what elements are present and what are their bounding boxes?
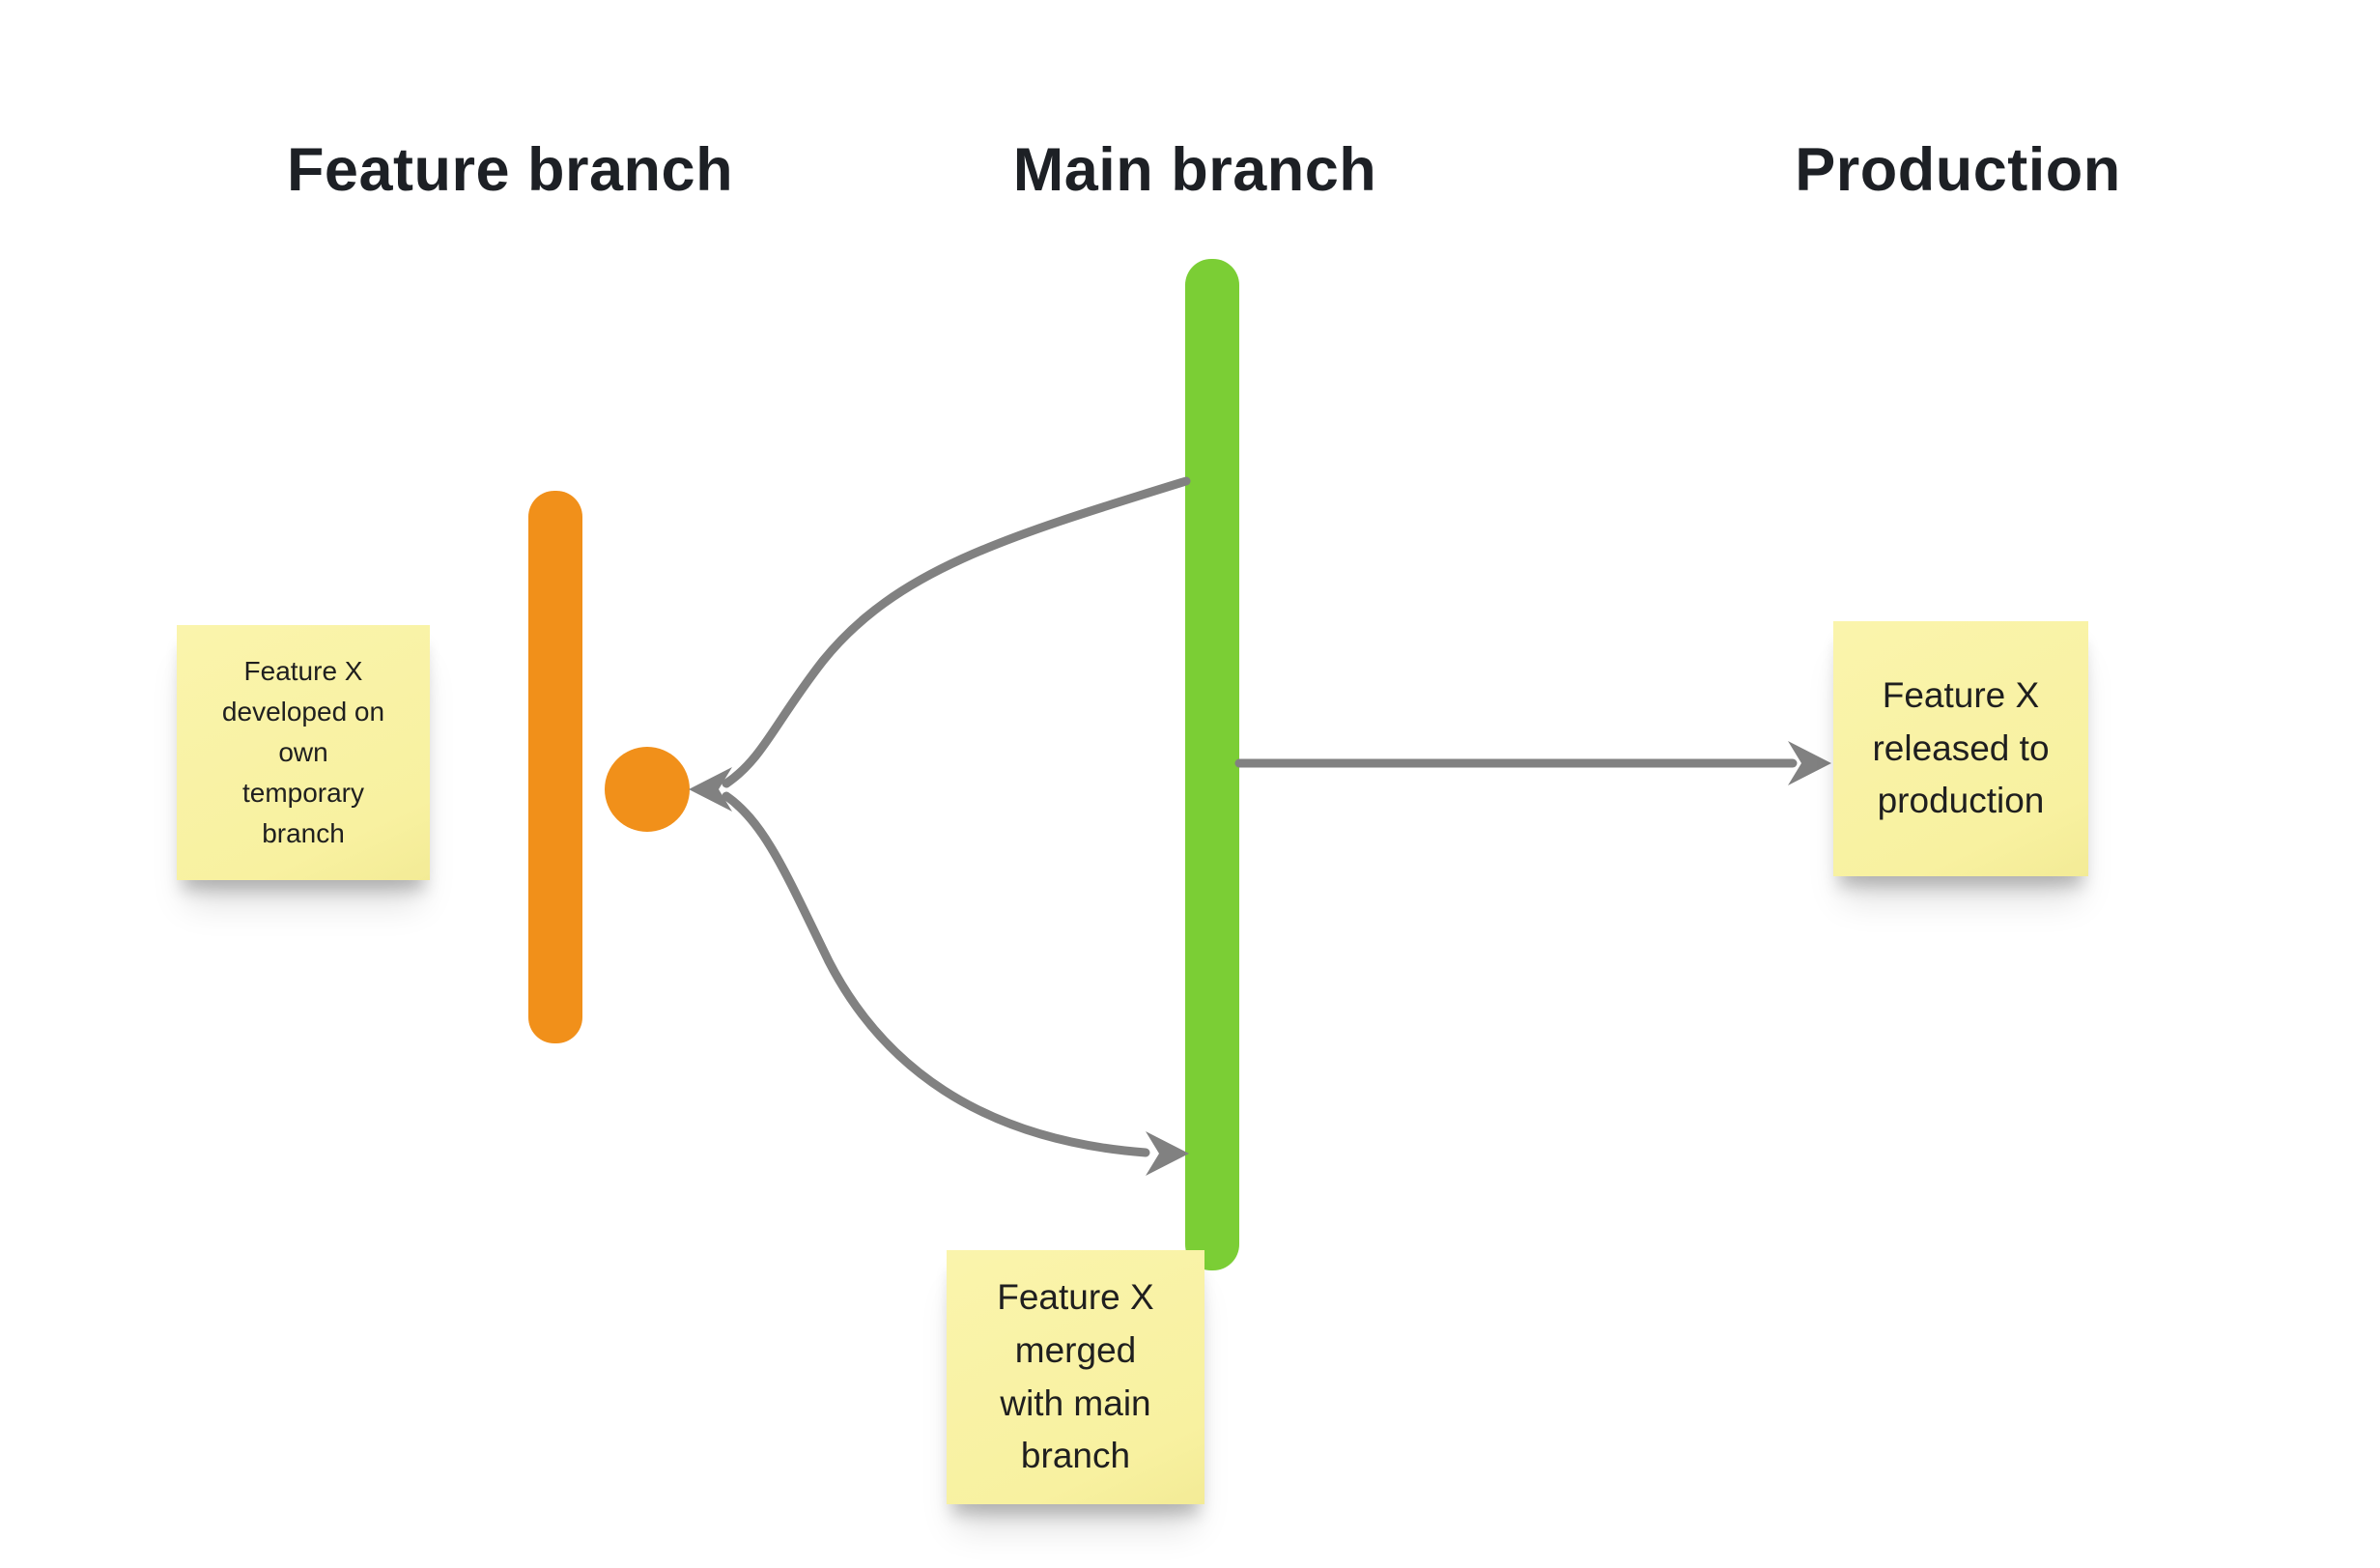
merge-curve[interactable] [722, 791, 1150, 1157]
sticky-note-text: Feature X released to production [1872, 674, 2050, 821]
column-header-main-branch[interactable]: Main branch [1012, 136, 1377, 204]
column-header-production[interactable]: Production [1795, 136, 2121, 204]
sticky-note-text: Feature X merged with main branch [997, 1277, 1154, 1476]
sticky-note-feature-developed[interactable]: Feature X developed on own temporary bra… [177, 625, 430, 880]
branch-off-curve[interactable] [722, 476, 1191, 788]
feature-commit-dot[interactable] [605, 747, 690, 832]
release-arrowhead-icon [1788, 741, 1831, 785]
merge-arrowhead-icon [1146, 1131, 1189, 1176]
sticky-note-feature-merged[interactable]: Feature X merged with main branch [947, 1250, 1204, 1504]
main-branch-bar[interactable] [1185, 259, 1239, 1270]
branch-off-arrowhead-icon [689, 767, 732, 812]
column-header-feature-branch[interactable]: Feature branch [286, 136, 734, 204]
sticky-note-feature-released[interactable]: Feature X released to production [1833, 621, 2088, 876]
sticky-note-text: Feature X developed on own temporary bra… [221, 656, 385, 848]
feature-branch-bar[interactable] [528, 491, 582, 1043]
